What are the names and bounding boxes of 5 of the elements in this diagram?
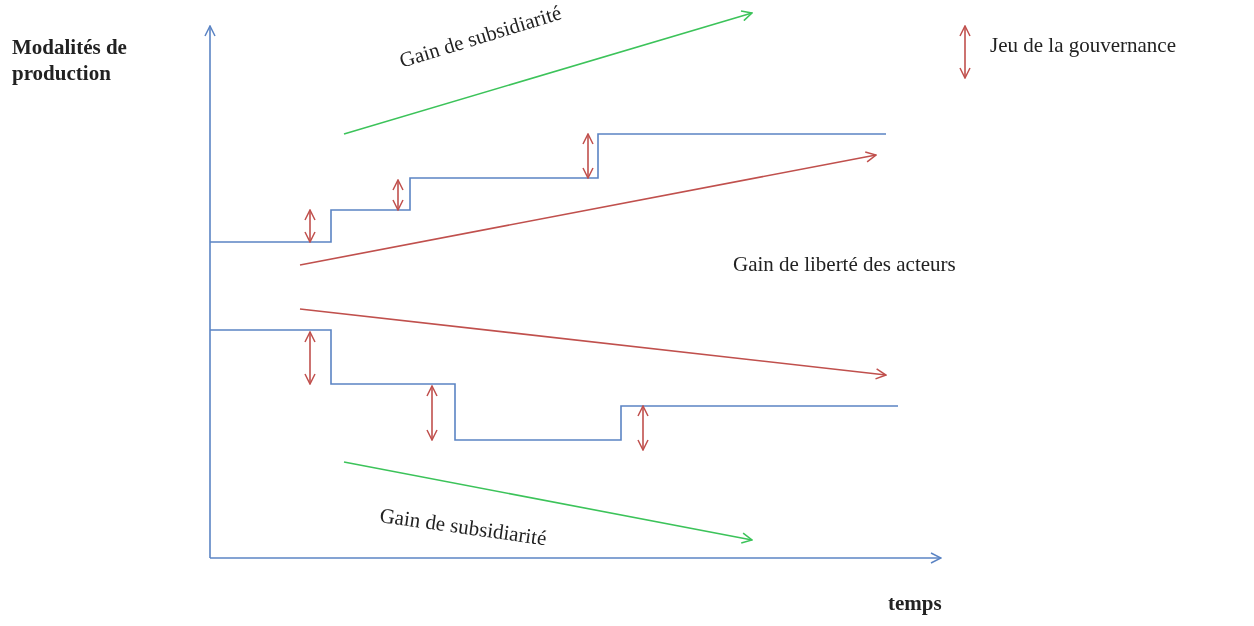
arrow-label: Gain de liberté des acteurs	[733, 251, 956, 278]
legend-label: Jeu de la gouvernance	[990, 32, 1176, 59]
axis-title: temps	[888, 590, 942, 617]
arrow-label: Gain de subsidiarité	[378, 502, 549, 552]
axis-title: Modalités de production	[12, 34, 128, 87]
